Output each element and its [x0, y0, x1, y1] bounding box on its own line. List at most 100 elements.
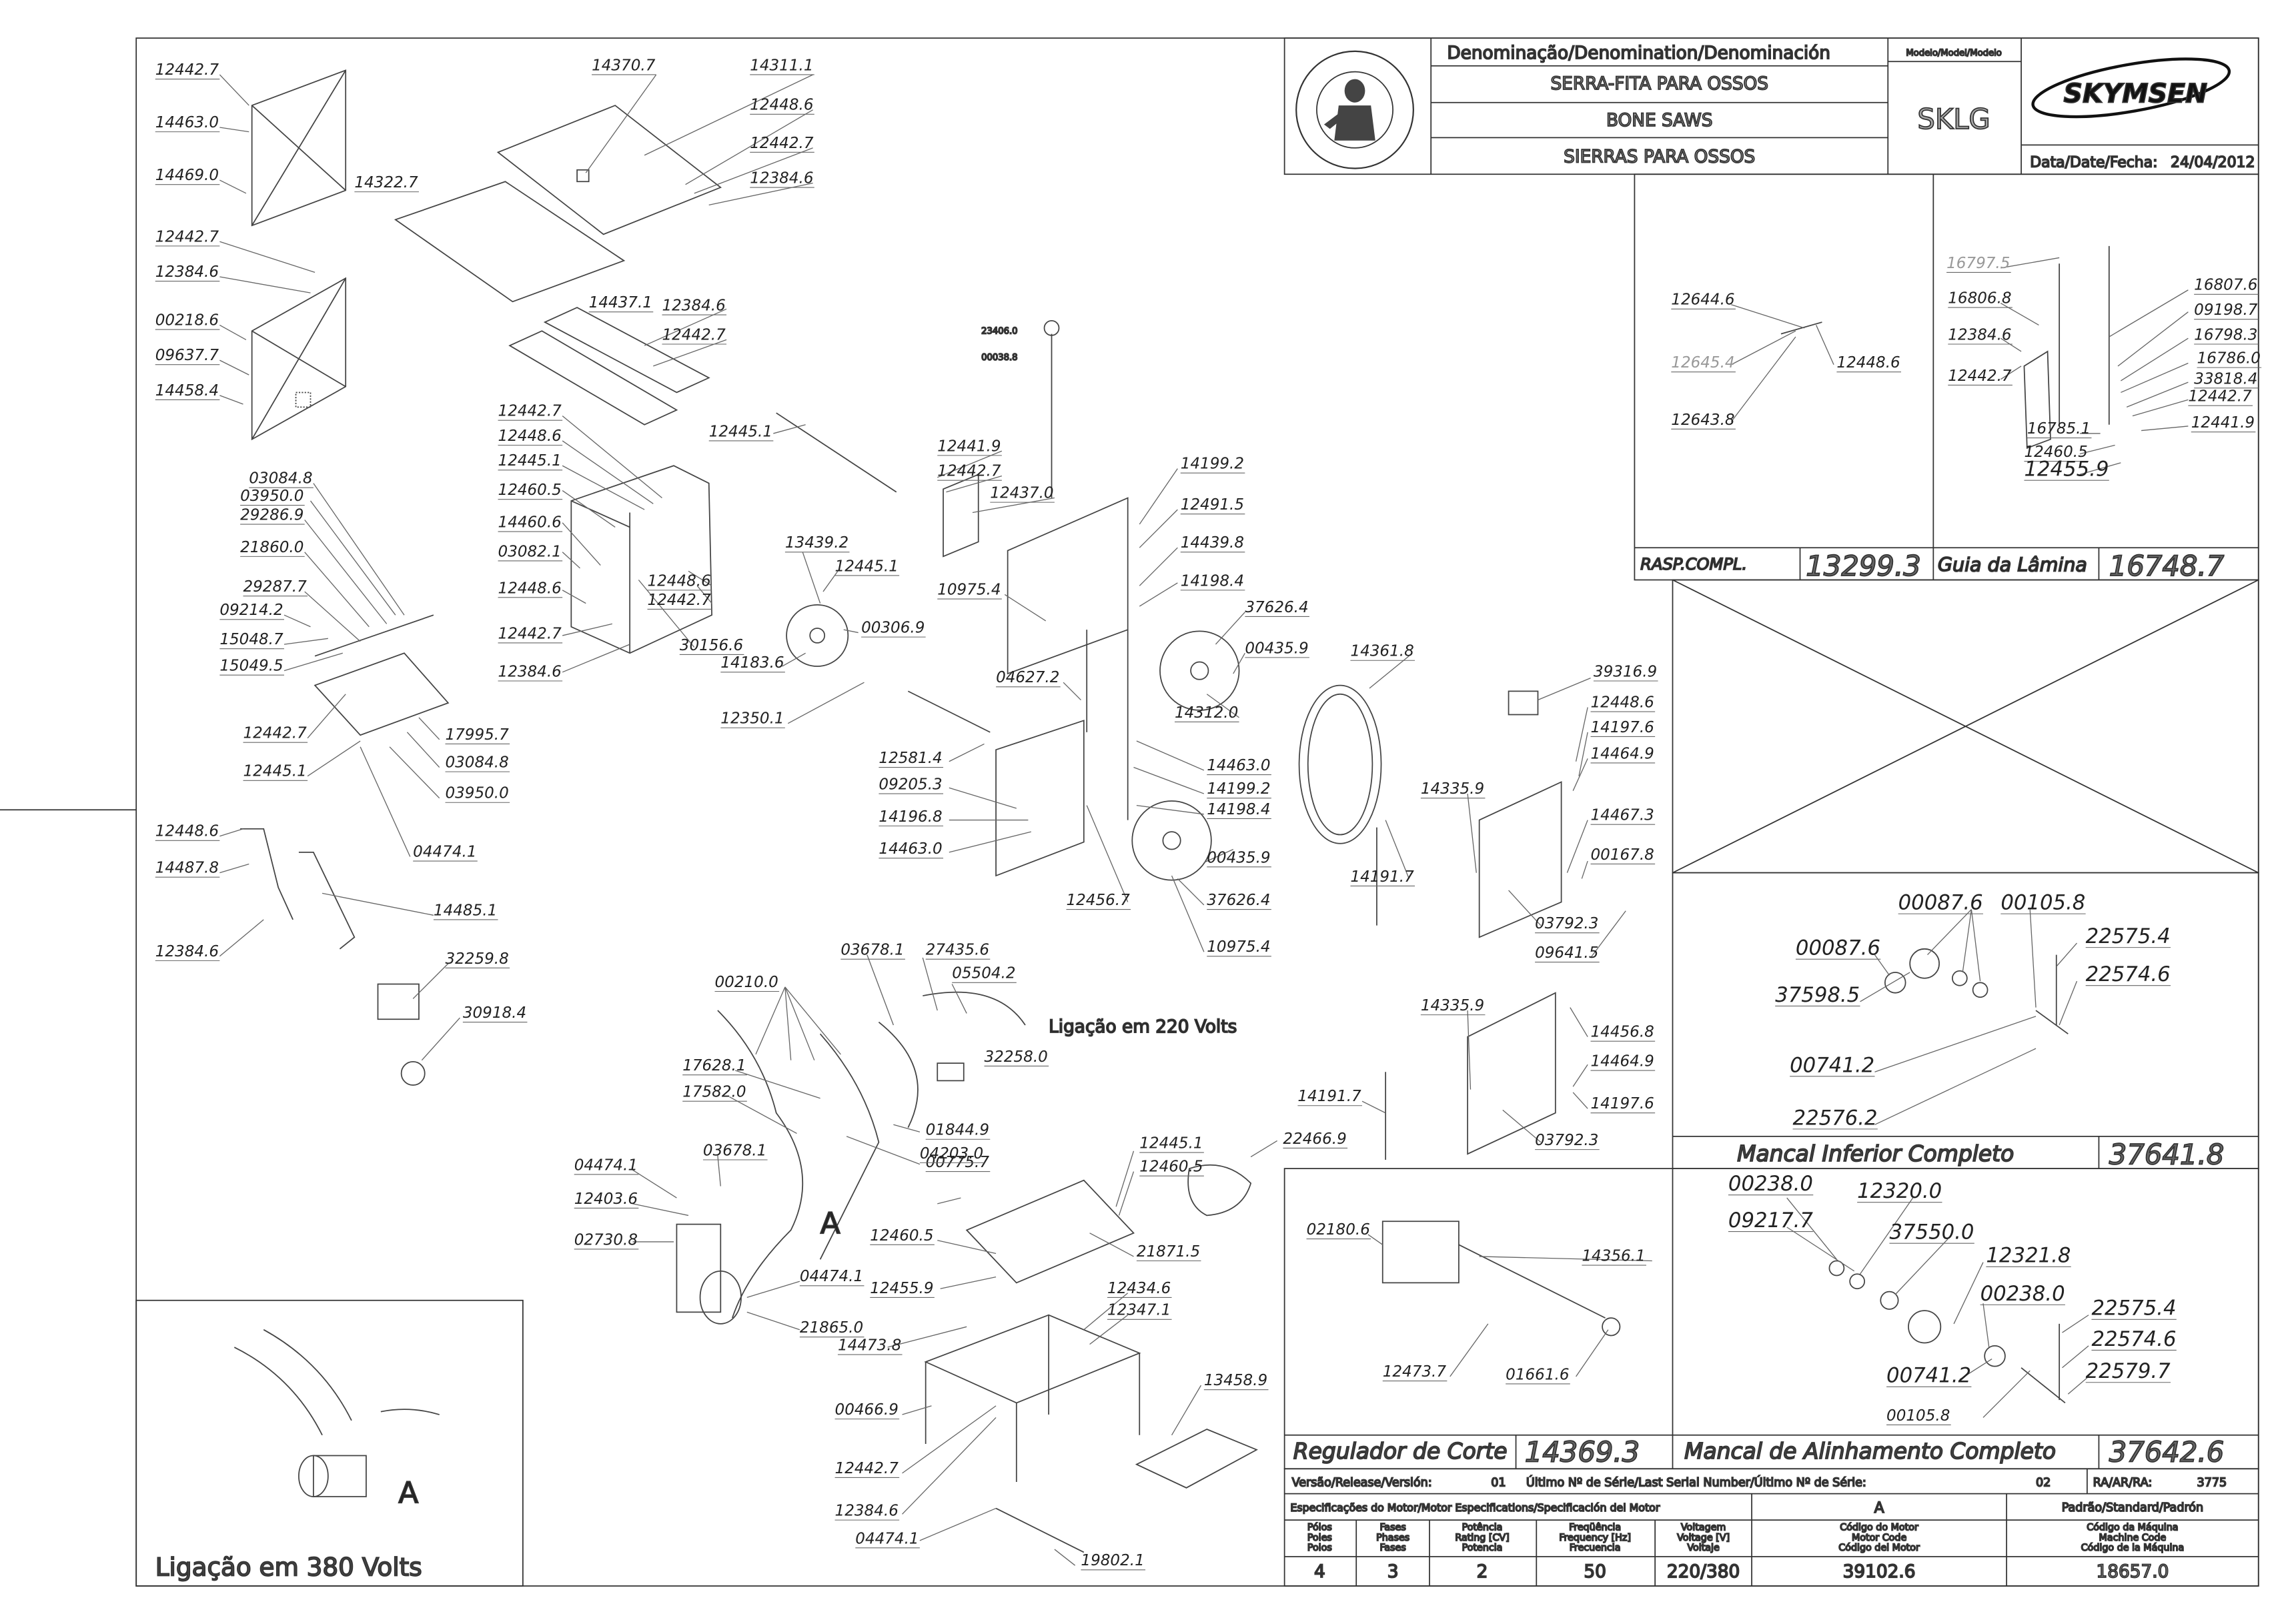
part-number-label: 14469.0 [155, 167, 219, 184]
part-number-label: 09641.5 [1535, 944, 1598, 962]
part-number-label: 12460.5 [498, 482, 562, 499]
part-number-label: 21865.0 [800, 1319, 863, 1337]
part-number-label: 03082.1 [498, 543, 562, 560]
authorized-service-seal [1296, 51, 1413, 169]
part-number-label: 00466.9 [835, 1401, 899, 1419]
part-number-label: 12448.6 [155, 823, 219, 840]
part-number-label: 00306.9 [861, 620, 925, 637]
part-number-label: 12448.6 [647, 572, 710, 590]
part-number-label: 00105.8 [1886, 1407, 1950, 1425]
part-number-label: 22575.4 [2091, 1297, 2176, 1321]
part-number-label: 14439.8 [1181, 534, 1244, 552]
part-number-label: 12460.5 [870, 1227, 933, 1245]
svg-text:Código da Máquina: Código da Máquina [2087, 1523, 2178, 1533]
guia-code: 16748.7 [2109, 550, 2225, 582]
part-number-label: 12442.7 [1948, 367, 2012, 385]
part-number-label: 12384.6 [155, 263, 219, 281]
part-number-label: 14463.0 [155, 114, 219, 131]
part-number-label: 12473.7 [1383, 1363, 1447, 1381]
part-number-label: 14198.4 [1181, 572, 1244, 590]
part-number-label: 12442.7 [647, 592, 711, 609]
svg-text:Voltage [V]: Voltage [V] [1677, 1533, 1730, 1543]
part-number-label: 12321.8 [1986, 1244, 2071, 1268]
serial-label: Último Nº de Série/Last Serial Number/Úl… [1526, 1475, 1866, 1490]
part-number-label: 12581.4 [879, 750, 942, 767]
part-number-label: 04627.2 [996, 669, 1059, 686]
motor-spec-label: Especificações do Motor/Motor Especifica… [1290, 1501, 1660, 1514]
part-number-label: 22466.9 [1283, 1130, 1346, 1148]
part-number-label: 14485.1 [434, 902, 497, 919]
part-label-small: 00038.8 [981, 353, 1017, 363]
svg-text:Phases: Phases [1376, 1533, 1409, 1543]
part-number-label: 12445.1 [709, 423, 772, 440]
part-number-label: 00238.0 [1980, 1282, 2065, 1306]
spec-column-headers: Pólos Poles Polos Fases Phases Fases Pot… [1307, 1522, 2185, 1554]
svg-text:220/380: 220/380 [1667, 1562, 1740, 1582]
part-number-label: 03678.1 [703, 1142, 766, 1159]
part-number-label: 22576.2 [1793, 1106, 1878, 1130]
part-number-label: 10975.4 [1207, 938, 1270, 956]
part-number-label: 14456.8 [1591, 1024, 1654, 1041]
svg-text:Voltaje: Voltaje [1687, 1543, 1720, 1553]
part-number-label: 03792.3 [1535, 915, 1598, 932]
part-number-label: 14487.8 [155, 860, 219, 877]
part-number-label: 14322.7 [354, 174, 418, 191]
part-number-label: 29286.9 [240, 506, 304, 524]
part-number-label: 12442.7 [498, 625, 562, 642]
part-number-label: 22579.7 [2086, 1359, 2171, 1383]
part-number-label: 04474.1 [800, 1268, 863, 1285]
svg-text:50: 50 [1584, 1562, 1606, 1582]
ra-label: RA/AR/RA: [2093, 1477, 2153, 1490]
ra-value: 3775 [2197, 1477, 2227, 1490]
part-number-label: 04474.1 [855, 1530, 919, 1547]
part-number-label: 01844.9 [926, 1122, 989, 1139]
part-number-label: 02180.6 [1307, 1221, 1370, 1239]
svg-text:Polos: Polos [1307, 1543, 1332, 1553]
part-number-label: 12320.0 [1857, 1179, 1942, 1203]
version-value: 01 [1491, 1477, 1506, 1490]
part-number-label: 21871.5 [1137, 1243, 1200, 1261]
part-number-label: 14464.9 [1591, 745, 1654, 762]
part-number-label: 12455.9 [2024, 458, 2109, 482]
part-number-label: 12460.5 [1139, 1158, 1203, 1176]
part-number-label: 14467.3 [1591, 807, 1654, 824]
svg-text:Voltagem: Voltagem [1681, 1523, 1726, 1533]
part-number-label: 14473.8 [838, 1337, 901, 1354]
part-number-label: 03084.8 [445, 754, 508, 772]
part-number-label: 12384.6 [835, 1503, 899, 1520]
skymsen-logo [2029, 47, 2233, 128]
part-number-label: 00435.9 [1207, 849, 1270, 866]
part-number-label: 02730.8 [574, 1231, 638, 1249]
part-number-label: 12645.4 [1671, 354, 1734, 371]
denomination-label: Denominação/Denomination/Denominación [1447, 43, 1830, 63]
part-number-label: 12403.6 [574, 1190, 638, 1208]
part-number-label: 37598.5 [1775, 983, 1860, 1007]
part-number-label: 15048.7 [219, 631, 283, 648]
wiring-380-label: Ligação em 380 Volts [155, 1553, 422, 1582]
part-number-label: 14463.0 [1207, 757, 1270, 774]
part-number-label: 00087.6 [1898, 891, 1983, 915]
svg-text:4: 4 [1314, 1562, 1325, 1582]
date-label: Data/Date/Fecha: [2030, 154, 2157, 171]
model-code: SKLG [1917, 103, 1990, 135]
regulador-label: Regulador de Corte [1293, 1438, 1508, 1464]
part-number-label: 00435.9 [1245, 640, 1308, 657]
part-number-label: 13458.9 [1204, 1372, 1267, 1389]
part-number-label: 14458.4 [155, 382, 219, 399]
part-number-label: 00105.8 [2000, 891, 2085, 915]
part-number-label: 32259.8 [445, 950, 508, 968]
part-number-label: 12347.1 [1107, 1302, 1171, 1319]
standard-label: Padrão/Standard/Padrón [2062, 1501, 2203, 1515]
right-panels [1285, 174, 2259, 1586]
part-number-label: 01661.6 [1506, 1366, 1569, 1383]
part-number-label: 14198.4 [1207, 801, 1270, 818]
part-number-label: 05504.2 [952, 965, 1015, 982]
part-number-label: 29287.7 [243, 578, 307, 596]
part-sketches [234, 70, 2109, 1552]
part-number-label: 04474.1 [413, 843, 476, 860]
part-number-label: 16785.1 [2027, 420, 2091, 438]
mancal-alinhamento-code: 37642.6 [2109, 1435, 2224, 1468]
part-number-label: 12442.7 [662, 326, 726, 343]
part-number-label: 12384.6 [662, 297, 725, 314]
svg-text:Frecuencia: Frecuencia [1570, 1543, 1621, 1553]
